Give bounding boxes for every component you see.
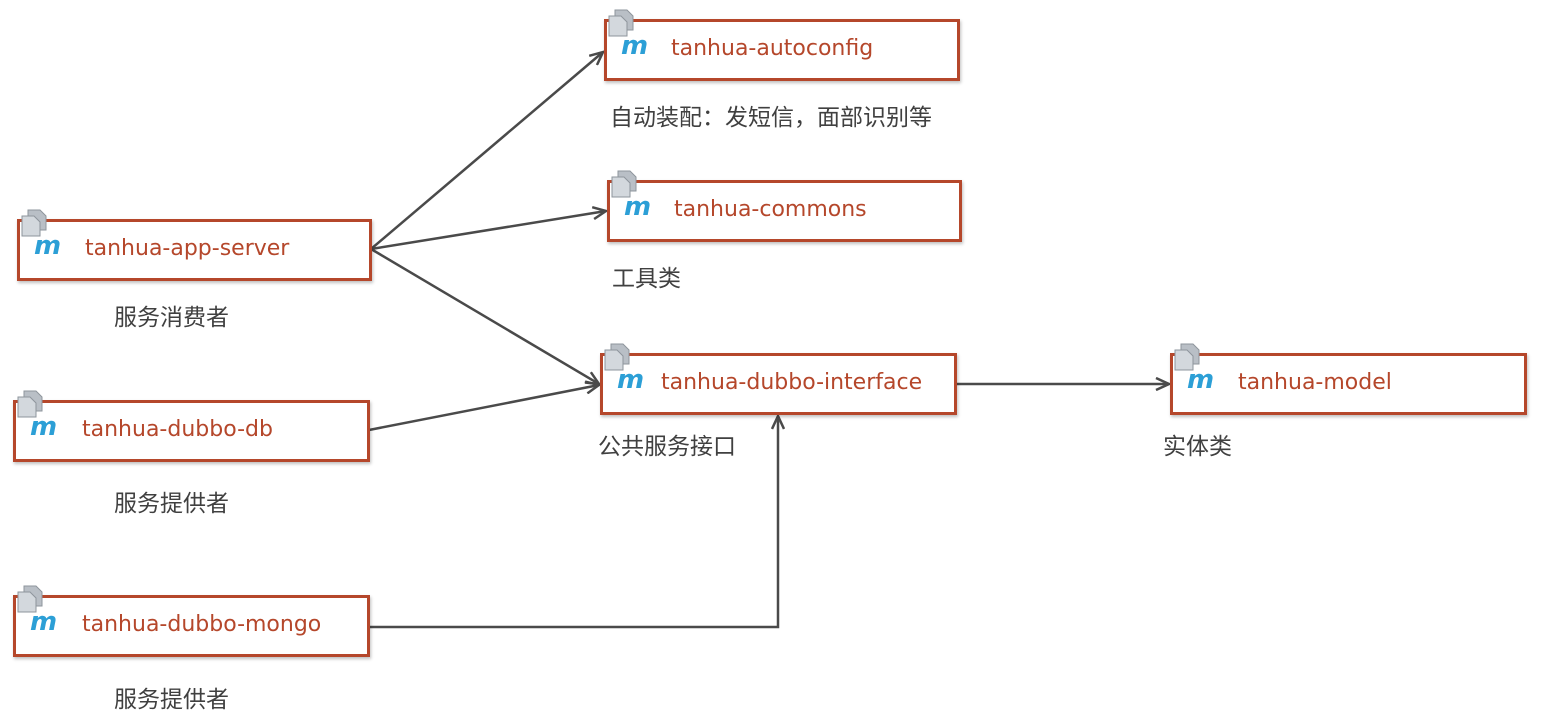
module-caption: 服务提供者 — [114, 687, 229, 713]
module-name: tanhua-app-server — [85, 236, 290, 261]
module-autoconfig[interactable]: tanhua-autoconfig — [604, 19, 960, 81]
arrow-app-server-to-autoconfig — [370, 52, 603, 250]
module-caption: 工具类 — [612, 266, 681, 292]
module-caption: 服务提供者 — [114, 491, 229, 517]
module-caption: 公共服务接口 — [598, 434, 736, 460]
arrow-app-server-to-interface — [370, 247, 599, 384]
svg-text:m: m — [30, 412, 56, 437]
arrow-dubbo-db-to-interface — [368, 385, 599, 432]
module-dubbo-interface[interactable]: tanhua-dubbo-interface — [600, 353, 957, 415]
module-name: tanhua-dubbo-db — [82, 417, 273, 442]
module-name: tanhua-commons — [674, 197, 867, 222]
svg-text:m: m — [624, 192, 650, 217]
arrow-dubbo-mongo-to-interface — [369, 416, 778, 629]
module-caption: 服务消费者 — [114, 305, 229, 331]
maven-module-icon: m — [1174, 343, 1213, 390]
module-commons[interactable]: tanhua-commons — [607, 180, 962, 242]
maven-module-icon: m — [608, 9, 647, 56]
svg-text:m: m — [1187, 365, 1213, 390]
module-dubbo-mongo[interactable]: tanhua-dubbo-mongo — [13, 595, 370, 657]
maven-module-icon: m — [17, 390, 56, 437]
maven-module-icon: m — [604, 343, 643, 390]
module-name: tanhua-autoconfig — [671, 36, 874, 61]
maven-module-icon: m — [21, 209, 60, 256]
svg-text:m: m — [30, 607, 56, 632]
module-caption: 实体类 — [1163, 434, 1232, 460]
svg-text:m: m — [34, 231, 60, 256]
maven-module-icon: m — [611, 170, 650, 217]
svg-text:m: m — [621, 31, 647, 56]
module-dubbo-db[interactable]: tanhua-dubbo-db — [13, 400, 370, 462]
module-name: tanhua-dubbo-mongo — [82, 612, 322, 637]
module-model[interactable]: tanhua-model — [1170, 353, 1527, 415]
maven-module-icon: m — [17, 585, 56, 632]
svg-text:m: m — [617, 365, 643, 390]
arrow-app-server-to-commons — [370, 211, 606, 251]
module-name: tanhua-dubbo-interface — [661, 370, 923, 395]
module-caption: 自动装配：发短信，面部识别等 — [610, 105, 932, 131]
module-app-server[interactable]: tanhua-app-server — [17, 219, 372, 281]
module-name: tanhua-model — [1238, 370, 1392, 395]
